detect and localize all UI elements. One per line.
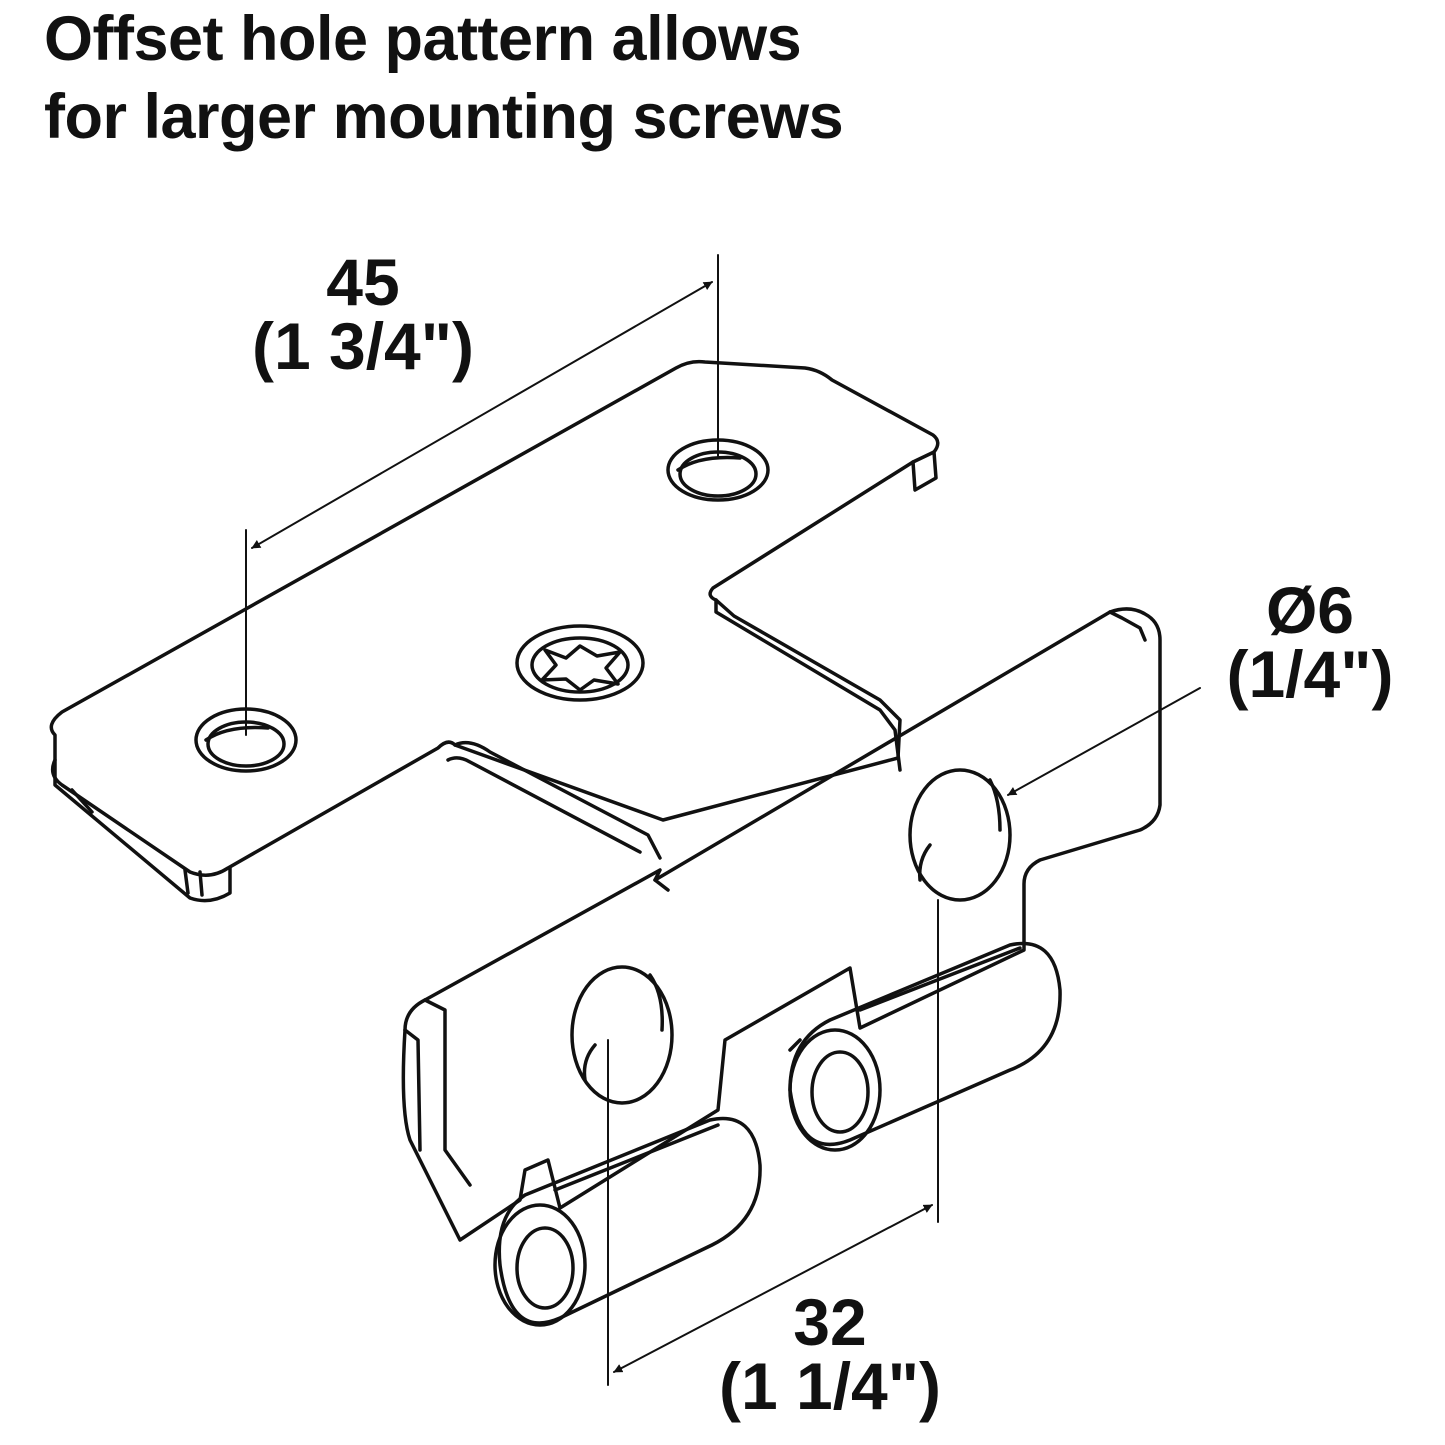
dimension-45-metric: 45 <box>326 245 400 319</box>
dimension-45-label: 45 (1 3/4") <box>228 245 498 383</box>
dimension-45-imperial: (1 3/4") <box>251 309 475 383</box>
dimension-32-imperial: (1 1/4") <box>718 1349 942 1423</box>
dimension-32-label: 32 (1 1/4") <box>690 1285 970 1423</box>
dimension-6-leader <box>1007 687 1201 796</box>
lower-plate-top-edge <box>653 610 1147 892</box>
upper-plate-edge-detail <box>70 450 938 897</box>
dimension-6-imperial: (1/4") <box>1226 637 1394 711</box>
dimension-45-lines <box>245 254 719 736</box>
diagram-heading: Offset hole pattern allows for larger mo… <box>44 0 844 156</box>
dimension-32-metric: 32 <box>793 1285 867 1359</box>
fold-edge <box>714 598 902 772</box>
hinge-knuckle-right <box>788 941 1062 1152</box>
upper-plate-inner-edge <box>446 740 662 860</box>
mounting-hole-lower-left <box>570 965 674 1105</box>
heading-line-1: Offset hole pattern allows <box>44 4 802 74</box>
adjustment-screw <box>515 624 645 702</box>
heading-line-2: for larger mounting screws <box>44 82 844 152</box>
dimension-6-metric: Ø6 <box>1265 573 1355 647</box>
upper-plate-outline <box>49 359 940 877</box>
dimension-6-label: Ø6 (1/4") <box>1200 573 1420 711</box>
lower-plate-outline <box>401 607 1162 1242</box>
lower-plate-edge <box>403 998 472 1187</box>
upper-plate-edge <box>53 758 232 903</box>
mounting-hole-lower-right <box>908 768 1012 902</box>
dimension-32-lines <box>607 899 939 1386</box>
hinge-knuckle-left <box>493 1116 762 1327</box>
